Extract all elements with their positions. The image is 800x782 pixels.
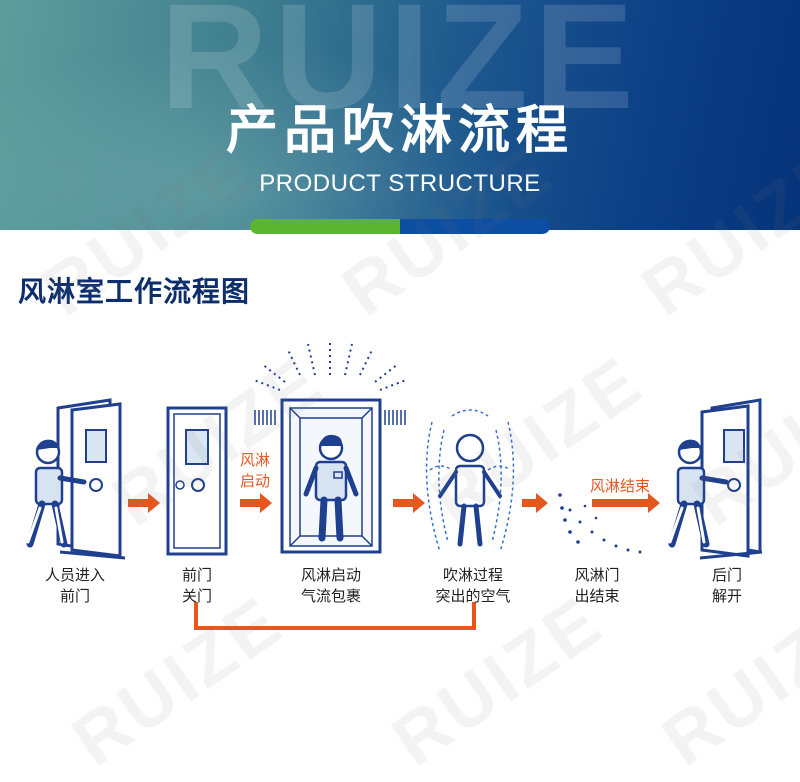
shower-start-label: 风淋 启动 [240, 450, 270, 492]
arrow-3-4 [393, 493, 425, 513]
step-label-3-line1: 风淋启动 [300, 566, 361, 584]
step-label-4-line1: 吹淋过程 [442, 566, 503, 584]
step-label-1-line1: 人员进入 [44, 566, 105, 584]
page-title: 产品吹淋流程 [225, 101, 574, 161]
step1-person-icon [26, 439, 87, 548]
shower-end-label: 风淋结束 [590, 477, 651, 495]
step2-step4-connector [194, 602, 476, 630]
header-banner: RUIZE 产品吹淋流程 PRODUCT STRUCTURE [0, 0, 800, 230]
step-label-6-line2: 解开 [711, 587, 742, 605]
step-label-1: 人员进入 前门 [20, 565, 130, 607]
step-label-3-line2: 气流包裹 [300, 587, 361, 605]
step5-exit-airflow-icon [558, 493, 642, 554]
arrow-2-3 [240, 493, 272, 513]
step1-door-open-icon [56, 398, 126, 560]
shower-start-label-line2: 启动 [240, 472, 271, 490]
section-title: 风淋室工作流程图 [18, 275, 251, 308]
step4-airflow-lines-icon [425, 409, 515, 553]
step-label-6: 后门 解开 [672, 565, 782, 607]
arrow-5-6 [592, 493, 660, 513]
step3-air-nozzles-icon [253, 340, 407, 391]
title-underline-blue [400, 219, 550, 234]
banner-watermark: RUIZE [160, 0, 640, 140]
step2-door-closed-icon [166, 406, 228, 556]
step-label-2: 前门 关门 [142, 565, 252, 607]
step-label-5: 风淋门 出结束 [542, 565, 652, 607]
arrow-1-2 [128, 493, 160, 513]
step3-air-shower-chamber-icon [253, 340, 407, 554]
step4-blowing-person-icon [425, 409, 515, 553]
arrow-4-5 [522, 493, 548, 513]
step6-person-icon [668, 439, 729, 548]
step-label-1-line2: 前门 [59, 587, 90, 605]
step-label-4: 吹淋过程 突出的空气 [418, 565, 528, 607]
title-underline-green [250, 219, 400, 234]
step-label-3: 风淋启动 气流包裹 [276, 565, 386, 607]
step3-side-vents-icon [254, 410, 406, 425]
process-illustration [26, 340, 763, 630]
step3-person-icon [303, 434, 359, 542]
page-subtitle: PRODUCT STRUCTURE [259, 170, 541, 197]
air-shower-process-diagram: 风淋 启动 风淋结束 人员进入 前门 前门 关门 风淋启动 气流包裹 吹淋过程 … [0, 330, 800, 650]
step-label-5-line2: 出结束 [574, 587, 620, 605]
shower-start-label-line1: 风淋 [240, 451, 271, 469]
step-label-4-line2: 突出的空气 [435, 587, 511, 605]
step-label-6-line1: 后门 [711, 566, 742, 584]
step-label-5-line1: 风淋门 [574, 566, 620, 584]
step-label-2-line2: 关门 [181, 587, 212, 605]
step-label-2-line1: 前门 [181, 566, 212, 584]
